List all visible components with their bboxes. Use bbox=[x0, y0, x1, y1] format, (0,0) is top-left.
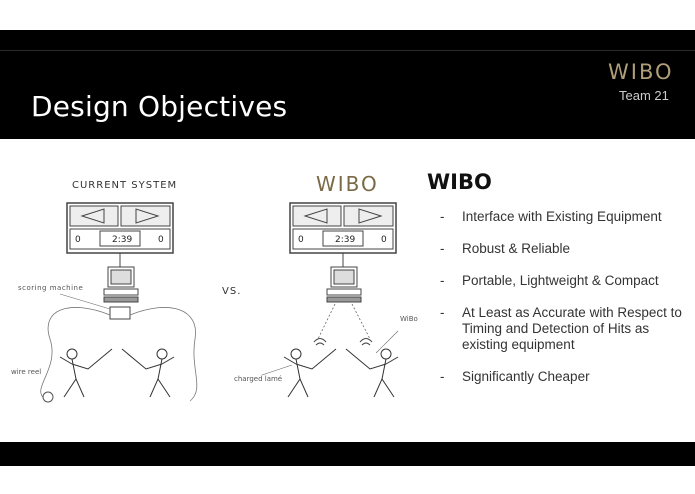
team-label: Team 21 bbox=[619, 88, 669, 103]
current-system-label: CURRENT SYSTEM bbox=[72, 180, 177, 191]
objective-item: - At Least as Accurate with Respect to T… bbox=[440, 305, 692, 353]
scoreboard-current bbox=[66, 202, 174, 254]
header-divider bbox=[0, 50, 695, 51]
score-right-wibo: 0 bbox=[381, 235, 387, 245]
score-right-current: 0 bbox=[158, 235, 164, 245]
wireless-link-left bbox=[317, 303, 336, 340]
wibo-logo: WIBO bbox=[608, 60, 674, 84]
objective-item: - Interface with Existing Equipment bbox=[440, 209, 662, 225]
system-comparison-diagram: CURRENT SYSTEM 0 2:39 0 scoring machine bbox=[11, 172, 420, 403]
slide-body: CURRENT SYSTEM 0 2:39 0 scoring machine bbox=[0, 139, 695, 442]
vs-label: VS. bbox=[222, 286, 241, 297]
objective-text: Portable, Lightweight & Compact bbox=[462, 273, 659, 288]
fencer-right-wibo bbox=[345, 348, 399, 398]
bullet-dash: - bbox=[440, 241, 445, 256]
slide-footer-bar bbox=[0, 442, 695, 466]
slide-header: Design Objectives WIBO Team 21 bbox=[0, 30, 695, 139]
wire-reel-icon bbox=[42, 391, 54, 403]
scoring-machine-label: scoring machine bbox=[18, 284, 83, 292]
clock-current: 2:39 bbox=[112, 235, 132, 245]
computer-wibo bbox=[326, 266, 362, 303]
score-left-wibo: 0 bbox=[298, 235, 304, 245]
charged-lame-label: charged lamé bbox=[234, 375, 282, 383]
objective-text: Interface with Existing Equipment bbox=[462, 209, 662, 224]
body-wire-left bbox=[40, 307, 111, 400]
objective-item: - Significantly Cheaper bbox=[440, 369, 590, 385]
bullet-dash: - bbox=[440, 209, 445, 224]
bullet-dash: - bbox=[440, 369, 445, 384]
wifi-icon-left bbox=[313, 338, 327, 346]
wifi-icon-right bbox=[359, 338, 373, 346]
bullet-dash: - bbox=[440, 273, 445, 288]
slide-title: Design Objectives bbox=[31, 90, 288, 123]
bottom-margin bbox=[0, 466, 695, 494]
scoring-machine-current bbox=[109, 306, 131, 320]
scoreboard-wibo bbox=[289, 202, 397, 254]
computer-current bbox=[103, 266, 139, 303]
clock-wibo: 2:39 bbox=[335, 235, 355, 245]
objective-text: At Least as Accurate with Respect to Tim… bbox=[462, 305, 682, 352]
fencer-left-current bbox=[59, 348, 113, 398]
wire-reel-label: wire reel bbox=[11, 368, 41, 376]
objectives-heading: WIBO bbox=[427, 170, 492, 194]
top-margin bbox=[0, 0, 695, 30]
fencer-left-wibo bbox=[283, 348, 337, 398]
fencer-right-current bbox=[121, 348, 175, 398]
objective-text: Significantly Cheaper bbox=[462, 369, 590, 384]
score-left-current: 0 bbox=[75, 235, 81, 245]
body-wire-right bbox=[129, 307, 198, 402]
objective-item: - Robust & Reliable bbox=[440, 241, 570, 257]
wibo-device-label: WiBo device bbox=[400, 315, 420, 323]
objective-text: Robust & Reliable bbox=[462, 241, 571, 256]
bullet-dash: - bbox=[440, 305, 445, 320]
objective-item: - Portable, Lightweight & Compact bbox=[440, 273, 659, 289]
wireless-link-right bbox=[351, 303, 371, 340]
wibo-diagram-logo: WIBO bbox=[316, 172, 379, 196]
